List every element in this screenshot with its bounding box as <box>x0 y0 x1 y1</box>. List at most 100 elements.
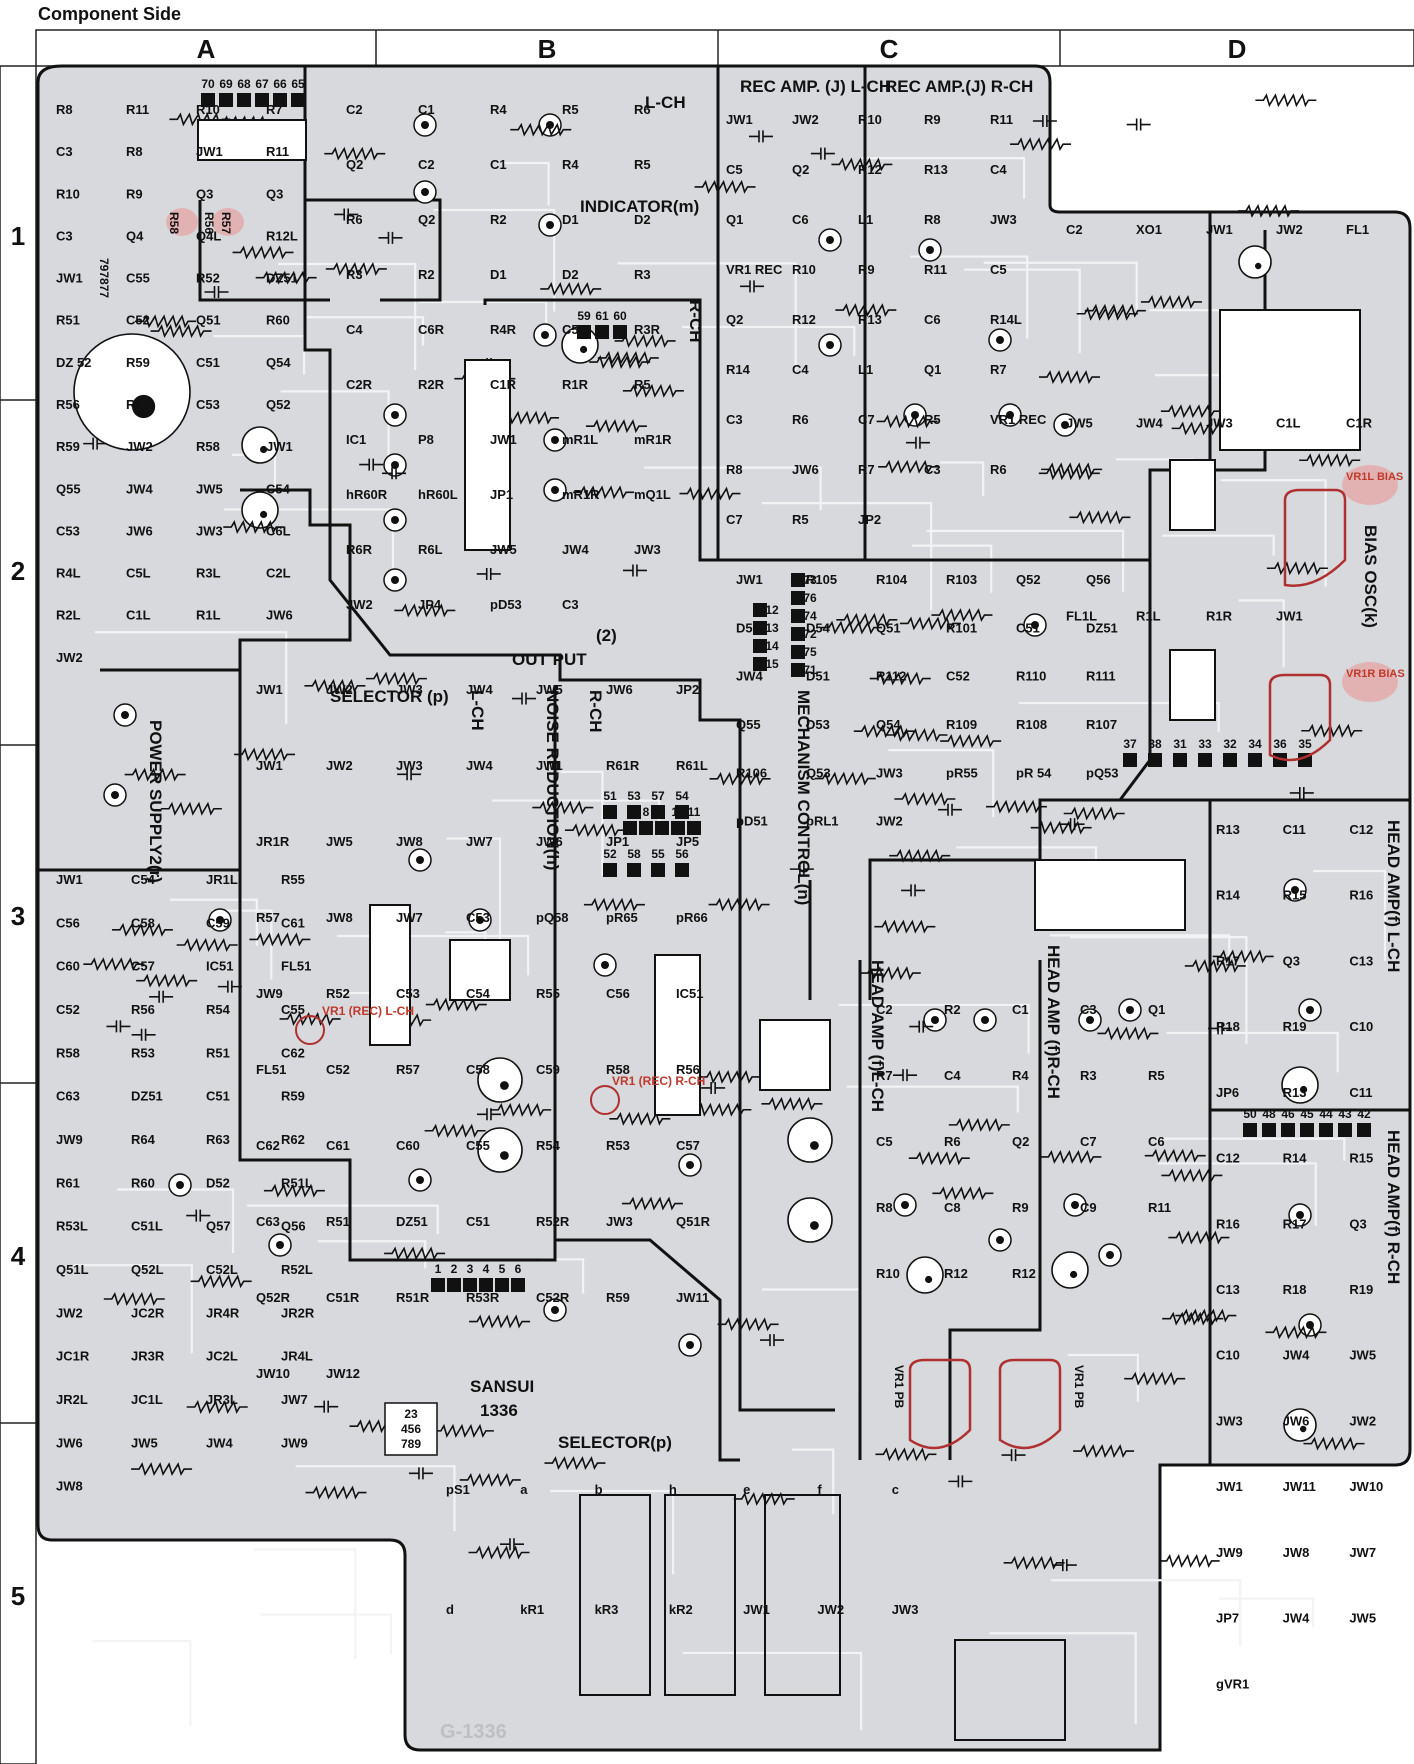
trace <box>964 268 1081 354</box>
resistor <box>394 603 456 618</box>
component-ref-b3: C52 <box>326 1062 350 1077</box>
component-ref-c2: JW4 <box>736 669 764 684</box>
component-ref-a1: R11 <box>126 102 149 117</box>
component-ref-b3: JW1 <box>256 758 283 773</box>
component-ref-b3: JW7 <box>466 834 493 849</box>
electrolytic-capacitor <box>477 1057 523 1103</box>
capacitor-pad <box>1070 1270 1078 1279</box>
trace <box>446 837 502 942</box>
component-ref-c1: L1 <box>858 212 873 227</box>
mech-connector-b-pad-label: 72 <box>803 627 817 641</box>
resistor <box>614 333 676 348</box>
nr-connector-c-pad <box>675 863 689 877</box>
component-ref-b1: R3R <box>634 322 661 337</box>
trace <box>910 255 1029 339</box>
component-ref-c3: R6 <box>944 1134 961 1149</box>
resistor <box>679 486 741 501</box>
capacitor <box>1052 1559 1077 1572</box>
transistor-pad <box>686 1161 694 1169</box>
resistor <box>249 932 311 947</box>
resistor <box>564 823 626 838</box>
component-ref-b1: JW4 <box>562 542 590 557</box>
component-ref-c1: R14L <box>990 312 1022 327</box>
top-connector-pad <box>237 93 251 107</box>
jumper-block-row2: 456 <box>401 1422 421 1436</box>
component-ref-a1: R10 <box>56 186 80 201</box>
mech-connector-b-pad-label: 76 <box>803 591 817 605</box>
component-ref-d3: R13 <box>1283 1085 1307 1100</box>
component-ref-d3: C13 <box>1216 1282 1240 1297</box>
component-ref-d1: C2 <box>1066 222 1083 237</box>
adj-vr1-rec-l: VR1 (REC) L-CH <box>322 1004 414 1018</box>
resistor <box>1301 723 1363 738</box>
component-ref-d3: C13 <box>1349 953 1373 968</box>
resistor <box>223 520 285 534</box>
trace <box>1219 1597 1315 1628</box>
nr-connector-c-pad-label: 55 <box>651 847 665 861</box>
resistor <box>874 919 936 934</box>
component-ref-b5: kR3 <box>595 1602 619 1617</box>
component-ref-d3: JW4 <box>1283 1611 1311 1626</box>
component-ref-c1: JP2 <box>858 512 881 527</box>
component-ref-c1: R12 <box>792 312 816 327</box>
component-ref-a1: C52 <box>126 313 150 328</box>
component-ref-d1: JW3 <box>1206 415 1233 430</box>
component-ref-d3: JW5 <box>1349 1348 1376 1363</box>
component-ref-a1: C51 <box>196 355 220 370</box>
mech-connector-pad-label: 13 <box>765 621 779 635</box>
component-ref-c3: R11 <box>1148 1200 1171 1215</box>
resistor <box>835 303 897 318</box>
component-ref-b3: R51 <box>326 1214 350 1229</box>
relay-block <box>1034 859 1186 931</box>
component-ref-b1: C1 <box>418 102 435 117</box>
right-connector-pad <box>1148 753 1162 767</box>
component-ref-b5: c <box>892 1482 899 1497</box>
component-ref-c3: R3 <box>1080 1068 1097 1083</box>
mech-connector-b-pad-label: 71 <box>803 663 817 677</box>
component-ref-d3: R16 <box>1216 1216 1240 1231</box>
top-connector-pad-label: 68 <box>237 77 251 91</box>
component-ref-b3: R52R <box>536 1214 570 1229</box>
resistor <box>820 620 882 635</box>
component-ref-b1: JW2 <box>346 597 373 612</box>
component-ref-a1: JW3 <box>196 523 223 538</box>
component-ref-c2: C52 <box>946 669 970 684</box>
transistor-pad <box>996 1236 1004 1244</box>
component-ref-d3: C12 <box>1216 1151 1240 1166</box>
component-ref-b1: D2 <box>562 267 579 282</box>
component-ref-b1: mR1L <box>562 432 598 447</box>
highlight-part-r57: R57 <box>219 212 233 234</box>
component-ref-b5: f <box>817 1482 822 1497</box>
selector-switch <box>579 1494 651 1696</box>
component-ref-d3: JW3 <box>1216 1413 1243 1428</box>
resistor <box>1266 561 1328 576</box>
component-ref-a1: R12L <box>266 228 298 243</box>
component-ref-b1: C6R <box>418 322 445 337</box>
trace <box>792 1448 835 1515</box>
trace <box>117 1188 235 1253</box>
component-ref-a1: R3L <box>196 566 221 581</box>
section-output: OUT PUT <box>512 650 587 669</box>
component-ref-a3: JC2L <box>206 1349 238 1364</box>
component-ref-b1: R2 <box>490 212 507 227</box>
mech-connector-pad <box>753 621 767 635</box>
component-ref-b3: R59 <box>606 1290 630 1305</box>
component-ref-a3: Q52L <box>131 1262 164 1277</box>
trace <box>1238 599 1285 668</box>
head-connector-pad <box>1300 1123 1314 1137</box>
component-ref-a3: C59 <box>206 915 230 930</box>
component-ref-a3: C55 <box>281 1002 305 1017</box>
component-ref-b3: JW8 <box>396 834 423 849</box>
component-ref-c2: pR 54 <box>1016 765 1052 780</box>
adjustment-marks: VR1L BIAS VR1R BIAS VR1 (REC) L-CH VR1 (… <box>166 208 1405 1450</box>
nr-connector-pad <box>623 821 637 835</box>
section-output-2: (2) <box>596 626 617 645</box>
component-ref-b3: R58 <box>606 1062 630 1077</box>
resistor <box>859 966 921 981</box>
component-ref-b3: pR66 <box>676 910 708 925</box>
component-ref-c1: R9 <box>858 262 875 277</box>
component-ref-a3: C56 <box>56 915 80 930</box>
trace <box>560 770 604 876</box>
trace <box>278 262 417 371</box>
component-ref-b1: R4R <box>490 322 517 337</box>
